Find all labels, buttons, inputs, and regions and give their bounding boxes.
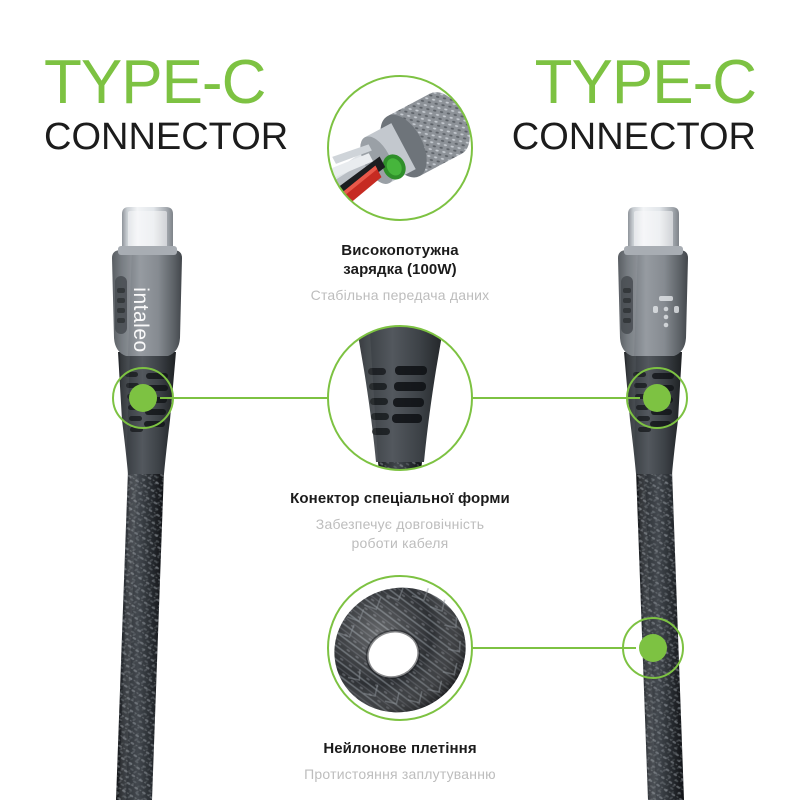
left-cable-assembly (112, 207, 182, 800)
feature-power-subtitle: Стабільна передача даних (310, 286, 490, 303)
feature-shape-subtitle-line1: Забезпечує довговічність (315, 515, 485, 532)
feature-caption-nylon: Нейлонове плетіння Протистояння заплутув… (240, 740, 560, 784)
callout-connector-shape (327, 325, 473, 471)
headline-right: TYPE-C CONNECTOR (511, 48, 757, 158)
feature-shape-title: Конектор спеціальної форми (290, 490, 510, 507)
left-braided-cord (116, 470, 164, 800)
right-usbc-tip (624, 207, 683, 255)
headline-left: TYPE-C CONNECTOR (44, 48, 289, 158)
feature-caption-shape: Конектор спеціальної форми Забезпечує до… (240, 490, 560, 553)
feature-nylon-title: Нейлонове плетіння (323, 740, 477, 757)
marker-right-boot[interactable] (626, 367, 688, 429)
callout-cable-cross-section (327, 75, 473, 221)
left-connector-housing (112, 250, 182, 356)
marker-right-braid[interactable] (622, 617, 684, 679)
headline-right-subtitle: CONNECTOR (511, 116, 756, 158)
headline-right-title: TYPE-C (534, 48, 757, 117)
marker-left-boot[interactable] (112, 367, 174, 429)
brand-logo: intaleo (129, 287, 152, 353)
right-connector-housing (618, 250, 688, 356)
callout-connector-lines (160, 397, 640, 649)
left-usbc-tip (118, 207, 177, 255)
headline-left-title: TYPE-C (44, 48, 266, 117)
left-strain-relief-boot (118, 352, 176, 474)
feature-shape-subtitle-line2: роботи кабеля (351, 534, 449, 551)
right-braided-cord (636, 470, 684, 800)
right-strain-relief-boot (624, 352, 682, 474)
right-cable-assembly (618, 207, 688, 800)
callout-nylon-braid (327, 575, 473, 721)
feature-nylon-subtitle: Протистояння заплутуванню (304, 765, 496, 782)
feature-power-title-line2: зарядка (100W) (343, 260, 457, 278)
feature-power-title-line1: Високопотужна (341, 242, 459, 259)
headline-left-subtitle: CONNECTOR (44, 116, 289, 158)
feature-markers (112, 367, 688, 679)
feature-caption-power: Високопотужна зарядка (100W) Стабільна п… (240, 242, 560, 304)
led-indicator-icon (653, 296, 679, 328)
